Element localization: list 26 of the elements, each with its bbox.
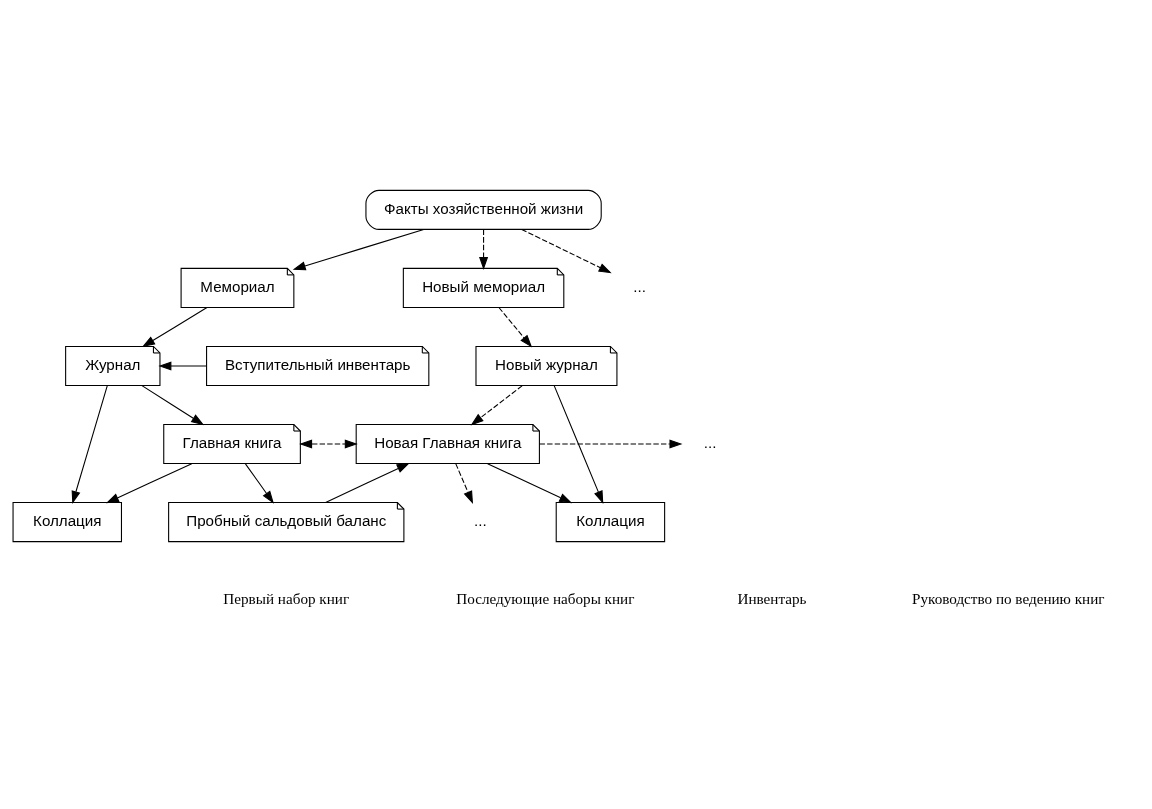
arrow (498, 306, 533, 348)
arrow (487, 462, 573, 503)
arrow (470, 384, 523, 425)
arrow (539, 438, 683, 449)
arrow (141, 384, 205, 425)
node-text: ... (703, 433, 717, 451)
arrow (244, 462, 274, 504)
label: Инвентарь (737, 589, 807, 607)
label: Руководство по ведению книг (912, 589, 1105, 607)
arrow (455, 462, 474, 504)
label: Последующие наборы книг (456, 589, 635, 607)
arrow (553, 384, 604, 504)
node-text: ... (474, 511, 487, 529)
arrow (71, 384, 108, 504)
node-text: ... (633, 277, 647, 295)
arrow (158, 360, 208, 371)
node-box: Факты хозяйственной жизни (365, 189, 602, 230)
arrow (105, 462, 193, 503)
node-box: Коллация (555, 501, 666, 542)
node-box: Коллация (12, 501, 122, 542)
arrow (292, 228, 425, 270)
arrow (142, 306, 208, 347)
arrow (299, 438, 358, 449)
arrow (479, 228, 489, 270)
arrow (325, 462, 410, 503)
label: Первый набор книг (223, 589, 350, 607)
